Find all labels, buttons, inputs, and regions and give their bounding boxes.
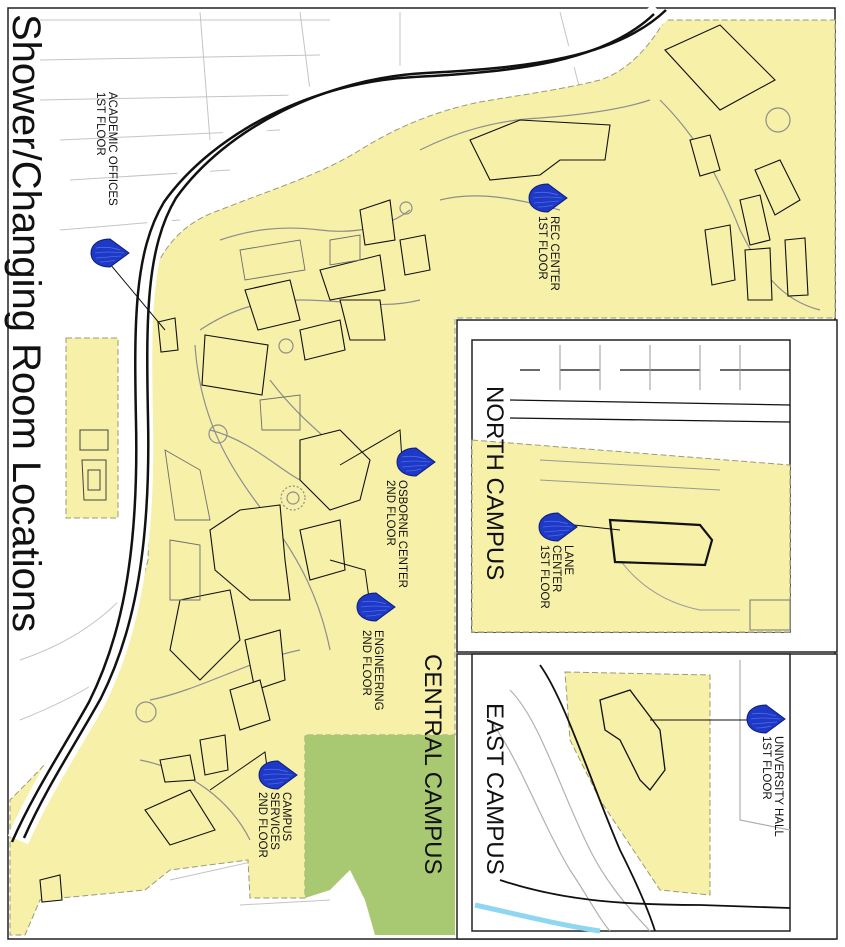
east-campus-label: EAST CAMPUS <box>481 703 508 875</box>
campus-area <box>9 19 836 936</box>
map-title: Shower/Changing Room Locations <box>4 14 48 633</box>
east-campus-inset <box>456 653 838 940</box>
buildings <box>39 24 809 903</box>
green-field <box>305 735 455 935</box>
north-campus-label: NORTH CAMPUS <box>481 386 508 581</box>
highway <box>7 3 668 845</box>
west-lot-area <box>65 337 119 519</box>
lane-center-building <box>608 518 714 567</box>
north-campus-inset <box>456 319 838 653</box>
university-hall-building <box>599 689 666 791</box>
central-campus-label: CENTRAL CAMPUS <box>419 654 446 875</box>
